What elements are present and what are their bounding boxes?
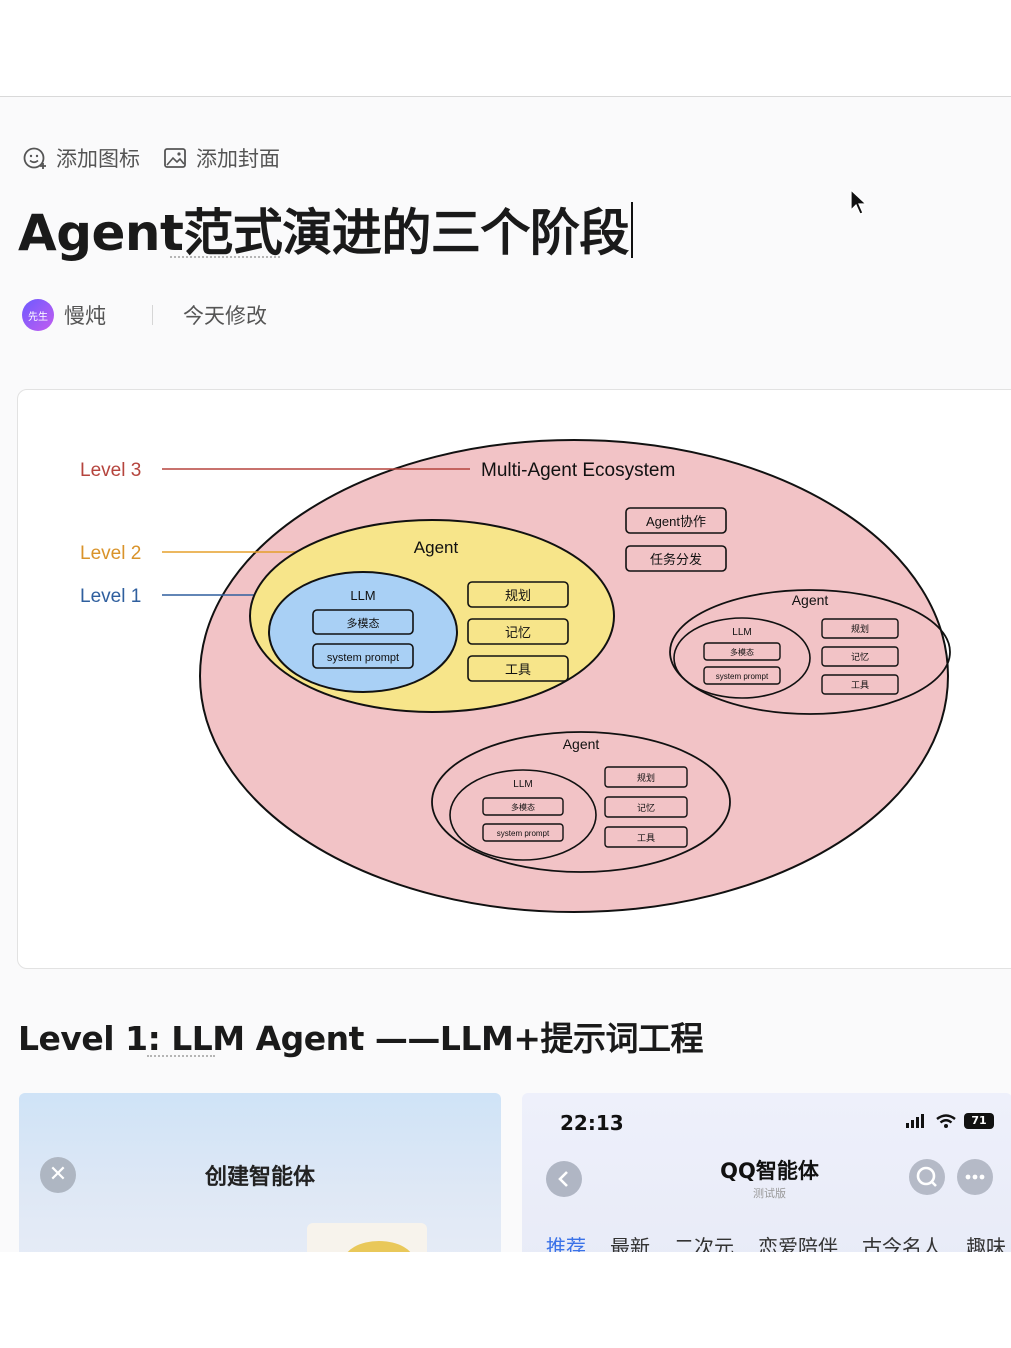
diagram-image: Level 3 Level 2 Level 1 Multi-Agent Ecos…	[17, 389, 1011, 969]
right-side-box-tools-label: 工具	[851, 680, 869, 690]
page-title-container[interactable]: Agent范式演进的三个阶段	[18, 193, 633, 265]
bottom-side-box-plan	[604, 766, 688, 788]
meta-divider	[152, 305, 153, 325]
right-llm-ellipse	[673, 617, 811, 699]
status-time: 22:13	[560, 1111, 624, 1135]
level2-label: Level 2	[80, 543, 141, 564]
document-page: 添加图标 添加封面 Agent范式演进的三个阶段 先生 慢炖 今天修改	[0, 97, 1011, 1252]
add-cover-button[interactable]: 添加封面	[162, 143, 280, 173]
main-llm-box-multimodal-label: 多模态	[347, 616, 380, 630]
chevron-left-icon	[558, 1171, 568, 1187]
level3-label: Level 3	[80, 460, 141, 481]
tab-anime[interactable]: 二次元	[674, 1235, 734, 1252]
main-side-box-memory	[467, 618, 569, 645]
main-llm-box-sysprompt-label: system prompt	[327, 652, 399, 664]
bottom-agent-label: Agent	[563, 736, 600, 752]
back-button[interactable]	[546, 1161, 582, 1197]
main-llm-box-multimodal	[312, 609, 414, 635]
bottom-side-box-plan-label: 规划	[637, 772, 655, 783]
bottom-agent-ellipse	[431, 731, 731, 873]
tab-latest[interactable]: 最新	[610, 1235, 650, 1252]
right-agent-label: Agent	[792, 592, 829, 608]
main-llm-box-sysprompt	[312, 643, 414, 669]
add-cover-label: 添加封面	[196, 147, 280, 171]
image-icon	[164, 148, 186, 168]
main-llm-label: LLM	[350, 588, 375, 603]
bottom-llm-box-multimodal	[482, 797, 564, 816]
bottom-llm-box-sysprompt-label: system prompt	[497, 829, 550, 838]
right-side-box-plan-label: 规划	[851, 623, 869, 634]
right-llm-label: LLM	[732, 627, 751, 638]
mouse-pointer-icon	[850, 188, 868, 215]
ecosystem-box-collab-label: Agent协作	[646, 514, 706, 529]
tab-famous[interactable]: 古今名人	[862, 1235, 942, 1252]
category-tabs: 推荐 最新 二次元 恋爱陪伴 古今名人 趣味	[546, 1231, 1006, 1252]
qq-agent-screenshot: 22:13 71 QQ智能体 测试版	[522, 1093, 1011, 1252]
emoji-add-icon	[23, 147, 46, 169]
bottom-llm-ellipse	[449, 769, 597, 861]
main-side-box-memory-label: 记忆	[505, 625, 531, 640]
tab-romance[interactable]: 恋爱陪伴	[758, 1235, 838, 1252]
status-icons: 71	[906, 1113, 994, 1129]
ecosystem-box-dispatch	[625, 545, 727, 572]
main-agent-label: Agent	[414, 538, 459, 557]
tab-recommend[interactable]: 推荐	[546, 1235, 586, 1252]
more-icon	[965, 1174, 985, 1180]
top-blank-band	[0, 0, 1011, 97]
text-caret	[630, 202, 633, 258]
create-agent-screenshot: ✕ 创建智能体	[19, 1093, 501, 1252]
avatar[interactable]: 先生	[22, 299, 54, 331]
add-icon-button[interactable]: 添加图标	[22, 143, 140, 173]
right-side-box-memory-label: 记忆	[851, 651, 869, 662]
spellcheck-underline	[170, 256, 280, 258]
ecosystem-label: Multi-Agent Ecosystem	[481, 460, 675, 481]
doc-actions-bar: 添加图标 添加封面	[22, 143, 280, 173]
bottom-blank-band	[0, 1252, 1011, 1348]
bottom-side-box-memory-label: 记忆	[637, 802, 655, 813]
modified-time: 今天修改	[183, 304, 267, 328]
bottom-llm-box-multimodal-label: 多模态	[511, 802, 535, 812]
close-icon[interactable]: ✕	[40, 1157, 76, 1193]
search-icon	[916, 1166, 937, 1187]
qq-agent-subtitle: 测试版	[753, 1187, 786, 1200]
ecosystem-box-dispatch-label: 任务分发	[650, 552, 702, 567]
bottom-llm-box-sysprompt	[482, 823, 564, 842]
doc-meta: 先生 慢炖 今天修改	[22, 299, 267, 331]
bottom-side-box-tools-label: 工具	[637, 833, 655, 843]
main-side-box-plan-label: 规划	[505, 588, 531, 603]
decor-illustration	[344, 1241, 414, 1252]
page-title[interactable]: Agent范式演进的三个阶段	[18, 204, 629, 262]
author-name[interactable]: 慢炖	[64, 304, 106, 328]
bottom-side-box-memory	[604, 796, 688, 818]
create-agent-title: 创建智能体	[204, 1165, 315, 1190]
level1-label: Level 1	[80, 586, 141, 607]
search-button[interactable]	[909, 1159, 945, 1195]
main-side-box-plan	[467, 581, 569, 608]
battery-icon: 71	[964, 1113, 994, 1129]
wifi-icon	[936, 1114, 956, 1128]
right-llm-box-multimodal-label: 多模态	[730, 647, 754, 657]
signal-icon	[906, 1114, 924, 1128]
ecosystem-box-collab	[625, 507, 727, 534]
right-side-box-memory	[821, 646, 899, 667]
add-icon-label: 添加图标	[56, 147, 140, 171]
right-llm-box-sysprompt	[703, 666, 781, 685]
bottom-llm-label: LLM	[513, 779, 532, 790]
main-side-box-tools-label: 工具	[505, 662, 531, 677]
section-heading[interactable]: Level 1: LLM Agent ——LLM+提示词工程	[18, 1019, 703, 1058]
qq-agent-title: QQ智能体	[720, 1159, 819, 1183]
right-llm-box-sysprompt-label: system prompt	[716, 672, 769, 681]
main-side-box-tools	[467, 655, 569, 682]
spellcheck-underline-heading	[147, 1055, 215, 1057]
more-button[interactable]	[957, 1159, 993, 1195]
right-agent-ellipse	[669, 589, 951, 715]
right-side-box-plan	[821, 618, 899, 639]
right-llm-box-multimodal	[703, 642, 781, 661]
bottom-side-box-tools	[604, 826, 688, 848]
right-side-box-tools	[821, 674, 899, 695]
agent-levels-diagram: Level 3 Level 2 Level 1 Multi-Agent Ecos…	[80, 439, 951, 913]
tab-fun[interactable]: 趣味	[966, 1235, 1006, 1252]
